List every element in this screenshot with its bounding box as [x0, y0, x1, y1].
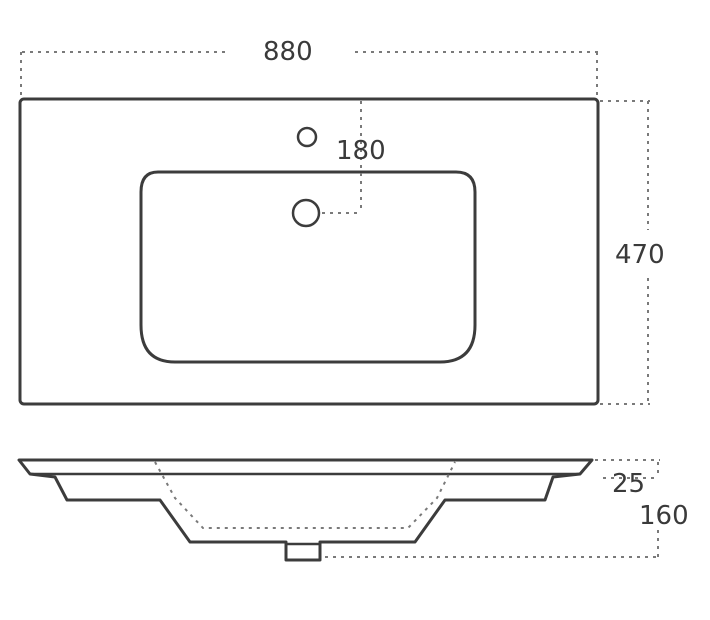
- basin-bowl-outline: [139, 170, 477, 364]
- inner-bowl-profile: [154, 461, 456, 529]
- dimension-label-25: 25: [612, 469, 645, 499]
- overflow-hole-icon: [291, 198, 321, 228]
- dimension-label-160: 160: [639, 501, 689, 531]
- countertop-outline: [18, 97, 600, 406]
- tap-hole-icon: [296, 126, 318, 148]
- dimension-label-180: 180: [336, 136, 386, 166]
- side-profile-outline: [17, 458, 594, 562]
- dimension-label-470: 470: [615, 240, 665, 270]
- side-view: 25 160: [17, 458, 689, 562]
- top-view: 180 880 470: [18, 37, 665, 406]
- dimension-label-880: 880: [263, 37, 313, 67]
